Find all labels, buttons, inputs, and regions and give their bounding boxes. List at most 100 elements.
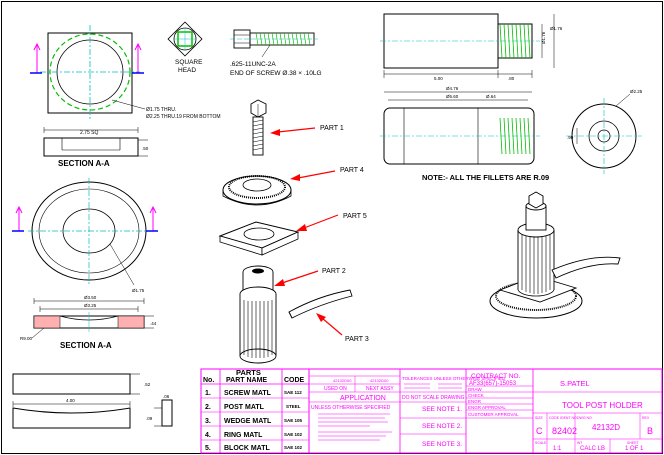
- parts-title: PARTS: [236, 368, 261, 377]
- square-head-label-2: HEAD: [178, 67, 196, 74]
- tb-unless: UNLESS OTHERWISE SPECIFIED: [311, 405, 391, 411]
- parts-row-name: RING MATL: [224, 432, 263, 439]
- part2-post-iso: [239, 265, 277, 364]
- ring-top-view: [12, 178, 158, 286]
- tb-scale: 1:1: [553, 446, 562, 452]
- tb-see-note-2: SEE NOTE 2.: [422, 423, 462, 430]
- tb-do-not-scale: DO NOT SCALE DRAWING: [402, 395, 465, 401]
- tb-calc: CALC LB: [580, 446, 605, 452]
- tb-wt-label: WT: [577, 441, 583, 445]
- dim-50: .50: [142, 146, 149, 151]
- part5-label: PART 5: [343, 213, 367, 220]
- parts-header-code: CODE: [284, 377, 305, 384]
- parts-row-code: SAE 102: [284, 445, 303, 450]
- dim-90: .90: [567, 135, 574, 140]
- tb-size-label: SIZE: [535, 416, 543, 420]
- tb-dwg: 42132D: [592, 423, 620, 432]
- note-fillets: NOTE:- ALL THE FILLETS ARE R.09: [422, 173, 549, 182]
- post-side-view-bottom: [380, 91, 540, 165]
- part3-wedge-iso: [288, 289, 353, 319]
- dim-09: .09: [146, 416, 153, 421]
- thread-spec: .625-11UNC-2A: [230, 61, 276, 68]
- tb-num-a: 42132D00: [333, 378, 352, 383]
- parts-row-name: WEDGE MATL: [224, 418, 272, 425]
- dim-80: .80: [508, 76, 515, 81]
- parts-header-name: PART NAME: [226, 377, 267, 384]
- dim-476: Ø4.76: [446, 86, 459, 91]
- parts-row-name: POST MATL: [224, 404, 265, 411]
- tb-code-label: CODE IDENT NO.: [549, 416, 578, 420]
- dim-44: .44: [150, 321, 157, 326]
- dim-176: Ø1.76: [541, 31, 546, 44]
- tb-num-b: 42132D00: [370, 378, 389, 383]
- dim-ring-dia: Ø1.75: [132, 288, 145, 293]
- dim-sq: 2.75 SQ: [80, 130, 98, 136]
- section-aa-top: [43, 127, 148, 157]
- square-head-label-1: SQUARE: [175, 59, 203, 66]
- section-aa-top-label: SECTION A-A: [58, 159, 110, 168]
- dim-thru: Ø1.75 THRU.: [146, 107, 176, 113]
- screw-side-view: [230, 29, 318, 58]
- wedge-views: [12, 373, 173, 429]
- dim-560: Ø5.60: [446, 94, 459, 99]
- parts-row-no: 2.: [205, 404, 211, 411]
- block-top-view: [30, 25, 146, 120]
- dim-64: Ø.64: [486, 94, 496, 99]
- assembly-iso: [489, 191, 621, 319]
- tb-drawn-by: S.PATEL: [560, 379, 590, 388]
- dim-325: Ø3.25: [84, 303, 97, 308]
- dim-350: Ø3.50: [84, 295, 97, 300]
- tb-see-note-1: SEE NOTE 1.: [422, 406, 462, 413]
- tb-sheet: 1 OF 1: [625, 446, 644, 452]
- parts-row-no: 5.: [205, 445, 211, 452]
- part1-screw-iso: [250, 99, 267, 156]
- dim-52: .52: [144, 382, 151, 387]
- tb-sheet-label: SHEET: [627, 441, 640, 445]
- tb-rev-label: REV: [642, 416, 650, 420]
- tb-size: C: [536, 426, 543, 436]
- tb-code: 82402: [552, 426, 577, 436]
- parts-row-code: SAE 102: [284, 432, 303, 437]
- parts-header-no: No.: [203, 377, 214, 384]
- tb-next-assy: NEXT ASSY: [366, 386, 394, 392]
- tb-tol-lines: [404, 383, 462, 389]
- parts-row-name: SCREW MATL: [224, 390, 272, 397]
- tb-notes-text: [318, 413, 392, 441]
- dim-r900: R9.00: [20, 336, 33, 341]
- tb-dwg-label: DWG NO.: [577, 416, 593, 420]
- parts-row-no: 4.: [205, 432, 211, 439]
- part5-block-iso: [218, 221, 300, 256]
- tb-scale-label: SCALE: [535, 441, 547, 445]
- section-aa-bottom-label: SECTION A-A: [60, 341, 112, 350]
- square-head-view: [167, 21, 203, 57]
- tb-check: CHECK: [468, 393, 484, 398]
- end-of-screw: END OF SCREW Ø.38 × .10LG: [230, 70, 322, 77]
- dim-06: .06: [163, 394, 170, 399]
- parts-row-code: SAE 112: [284, 390, 302, 395]
- dim-thru-bottom: Ø2.25 THRU.19 FROM BOTTOM: [146, 114, 221, 120]
- tb-draw: DRAW: [468, 387, 482, 392]
- dim-225r: Ø2.25: [630, 89, 643, 94]
- part4-label: PART 4: [340, 167, 364, 174]
- parts-row-code: SAE 105: [284, 418, 303, 423]
- tb-title: TOOL POST HOLDER: [562, 401, 643, 410]
- dim-400: 4.00: [66, 398, 75, 403]
- dim-176b: Ø1.76: [550, 26, 563, 31]
- part1-label: PART 1: [320, 125, 344, 132]
- part4-ring-iso: [222, 175, 292, 206]
- post-end-view: [566, 93, 642, 174]
- tb-application: APPLICATION: [340, 395, 386, 402]
- part2-label: PART 2: [322, 268, 346, 275]
- parts-row-no: 3.: [205, 418, 211, 425]
- tb-used-on: USED ON: [324, 386, 347, 392]
- title-block: [308, 368, 663, 454]
- tb-tolerances: TOLERANCES UNLESS OTHERWISE SPECIFIED: [402, 376, 506, 381]
- dim-500: 5.00: [434, 76, 443, 81]
- tb-engr-approval: ENGR APPROVAL: [468, 405, 506, 410]
- parts-row-name: BLOCK MATL: [224, 445, 270, 452]
- section-aa-bottom: [31, 298, 154, 339]
- tb-contract-no: CONTRACT NO.: [471, 373, 521, 380]
- tb-rev: B: [647, 426, 653, 436]
- tb-engr: ENGR: [468, 399, 482, 404]
